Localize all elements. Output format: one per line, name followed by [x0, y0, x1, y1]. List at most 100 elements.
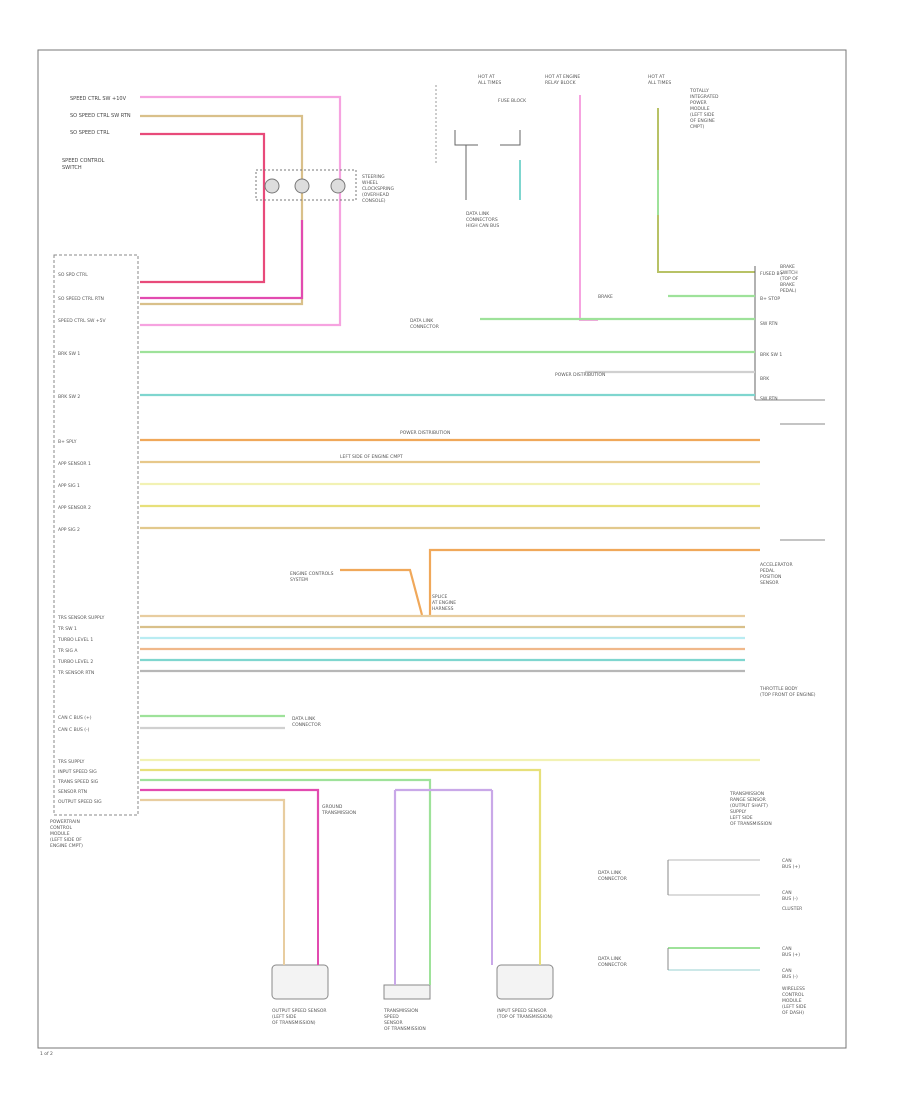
label-speed-control-switch-1: SPEED CONTROL: [62, 158, 105, 164]
label-data-link-low-2: CONNECTOR: [292, 722, 321, 728]
label-trans-6: OF TRANSMISSION: [730, 821, 772, 827]
label-engine-ground-1: ENGINE CONTROLS: [290, 571, 334, 577]
label-sensor1-3: OF TRANSMISSION): [272, 1020, 316, 1026]
label-sensor2-1: TRANSMISSION: [383, 1008, 418, 1014]
transmission-wires: [140, 758, 760, 900]
label-brake-4: BRAKE: [780, 282, 795, 288]
right-side-app: ACCELERATOR PEDAL POSITION SENSOR: [760, 562, 793, 586]
transmission-speed-sensor: [383, 984, 431, 1000]
label-rbc2-4: BUS (-): [782, 974, 798, 980]
label-speed-ctrl-1: SPEED CTRL SW +10V: [70, 96, 127, 102]
ecm-label-12: TURBO LEVEL 1: [57, 637, 93, 643]
ecm-label-11: TR SW 1: [57, 626, 77, 632]
label-fuse-top-2: ALL TIMES: [478, 80, 501, 86]
label-clockspring-5: CONSOLE): [362, 198, 386, 204]
label-power-dist-2: POWER DISTRIBUTION: [400, 430, 450, 436]
ecm-bottom-2: CONTROL: [50, 825, 72, 831]
label-trans-2: RANGE SENSOR: [730, 797, 766, 803]
ecm-bottom-1: POWERTRAIN: [50, 819, 80, 825]
ecm-label-3: BRK SW 1: [58, 351, 80, 357]
label-data-link-mid-2: CONNECTOR: [410, 324, 439, 330]
label-data-links-2: CONNECTORS: [466, 217, 498, 223]
ecm-label-0: SO SPD CTRL: [58, 272, 88, 278]
label-trans-1: TRANSMISSION: [729, 791, 764, 797]
ecm-label-14: TURBO LEVEL 2: [57, 659, 93, 665]
label-tipm-7: CMPT): [690, 124, 704, 130]
label-rbc-4: BUS (-): [782, 896, 798, 902]
label-sensor2-3: SENSOR: [384, 1020, 403, 1026]
label-rbc-1: CAN: [782, 858, 792, 864]
label-speed-control-switch-2: SWITCH: [62, 165, 82, 171]
label-brake-sw-left: BRAKE: [598, 294, 613, 300]
label-data-links-1: DATA LINK: [466, 211, 490, 217]
brake-switch-labels: BRAKE SWITCH (TOP OF BRAKE PEDAL) FUSED …: [760, 264, 799, 402]
ecm-bottom-5: ENGINE CMPT): [50, 843, 83, 849]
bottom-sensors: OUTPUT SPEED SENSOR (LEFT SIDE OF TRANSM…: [271, 900, 554, 1032]
label-rb2-2: CONNECTOR: [598, 962, 627, 968]
label-speed-ctrl-2: SO SPEED CTRL SW RTN: [70, 113, 131, 119]
ecm-label-9: APP SIG 2: [58, 527, 80, 533]
ecm-module-box: [53, 254, 139, 816]
ecm-bottom-4: (LEFT SIDE OF: [50, 837, 82, 843]
can-wires: [140, 714, 285, 730]
label-tipm-3: POWER: [690, 100, 707, 106]
top-left-wires: [140, 95, 342, 327]
bottom-right-data-links: DATA LINK CONNECTOR CAN BUS (+) CAN BUS …: [598, 858, 806, 1016]
label-rbc2-2: BUS (+): [782, 952, 800, 958]
label-rbc-3: CAN: [782, 890, 792, 896]
brake-wires: [140, 294, 825, 401]
ecm-label-16: CAN C BUS (+): [58, 715, 92, 721]
label-brake-row-2: B+ STOP: [760, 296, 780, 302]
ecm-label-2: SPEED CTRL SW +5V: [58, 318, 106, 324]
label-rb1-2: CONNECTOR: [598, 876, 627, 882]
throttle-wires: [140, 614, 745, 673]
label-tipm-1: TOTALLY: [689, 88, 709, 94]
label-rbc2-5: WIRELESS: [782, 986, 805, 992]
label-splice-3: HARNESS: [432, 606, 454, 612]
ecm-label-18: TRS SUPPLY: [57, 759, 85, 765]
label-brake-row-3: SW RTN: [760, 321, 778, 327]
label-rbc2-7: MODULE: [782, 998, 802, 1004]
clockspring-connectors: STEERING WHEEL CLOCKSPRING (OVERHEAD CON…: [255, 169, 395, 204]
top-fuse-area: HOT AT ALL TIMES FUSE BLOCK HOT AT ENGIN…: [435, 74, 755, 321]
label-fuse-top3-1: HOT AT: [648, 74, 665, 80]
label-sensor1-2: (LEFT SIDE: [272, 1014, 296, 1020]
ecm-label-6: APP SENSOR 1: [58, 461, 91, 467]
label-sensor3-1: INPUT SPEED SENSOR: [497, 1008, 547, 1014]
label-sensor2-4: OF TRANSMISSION: [384, 1026, 426, 1032]
label-rbc-2: BUS (+): [782, 864, 800, 870]
ecm-label-17: CAN C BUS (-): [58, 727, 90, 733]
label-speed-ctrl-3: SO SPEED CTRL: [70, 130, 110, 136]
label-trans-4: SUPPLY: [730, 809, 746, 815]
ecm-bottom-3: MODULE: [50, 831, 70, 837]
ecm-label-20: TRANS SPEED SIG: [57, 779, 99, 785]
label-tipm-2: INTEGRATED: [690, 94, 719, 100]
ecm-label-5: B+ SPLY: [58, 439, 77, 445]
label-left-engine: LEFT SIDE OF ENGINE CMPT: [340, 454, 403, 460]
label-engine-ground-2: SYSTEM: [290, 577, 308, 583]
label-fuse-top3-2: ALL TIMES: [648, 80, 671, 86]
label-brake-row-5: BRK: [760, 376, 770, 382]
ecm-label-4: BRK SW 2: [58, 394, 80, 400]
diagram-border: [37, 49, 847, 1049]
label-throttle-1: THROTTLE BODY: [759, 686, 798, 692]
label-sensor2-2: SPEED: [384, 1014, 399, 1020]
splice-wires: [340, 548, 760, 616]
ecm-label-13: TR SIG A: [57, 648, 78, 654]
ecm-label-1: SO SPEED CTRL RTN: [58, 296, 104, 302]
label-brake-row-6: SW RTN: [760, 396, 778, 402]
label-app-right-3: POSITION: [760, 574, 781, 580]
label-tipm-5: (LEFT SIDE: [690, 112, 714, 118]
label-fuse-top-1: HOT AT: [478, 74, 495, 80]
label-tipm-4: MODULE: [690, 106, 710, 112]
ecm-label-22: OUTPUT SPEED SIG: [58, 799, 102, 805]
label-data-link-low-1: DATA LINK: [292, 716, 316, 722]
footer-label: 1 of 2: [40, 1051, 53, 1057]
ecm-label-21: SENSOR RTN: [58, 789, 87, 795]
input-speed-sensor: [496, 964, 554, 1000]
label-brake-2: SWITCH: [780, 270, 798, 276]
label-app-right-4: SENSOR: [760, 580, 779, 586]
label-app-right-2: PEDAL: [760, 568, 775, 574]
label-rb1-1: DATA LINK: [598, 870, 622, 876]
